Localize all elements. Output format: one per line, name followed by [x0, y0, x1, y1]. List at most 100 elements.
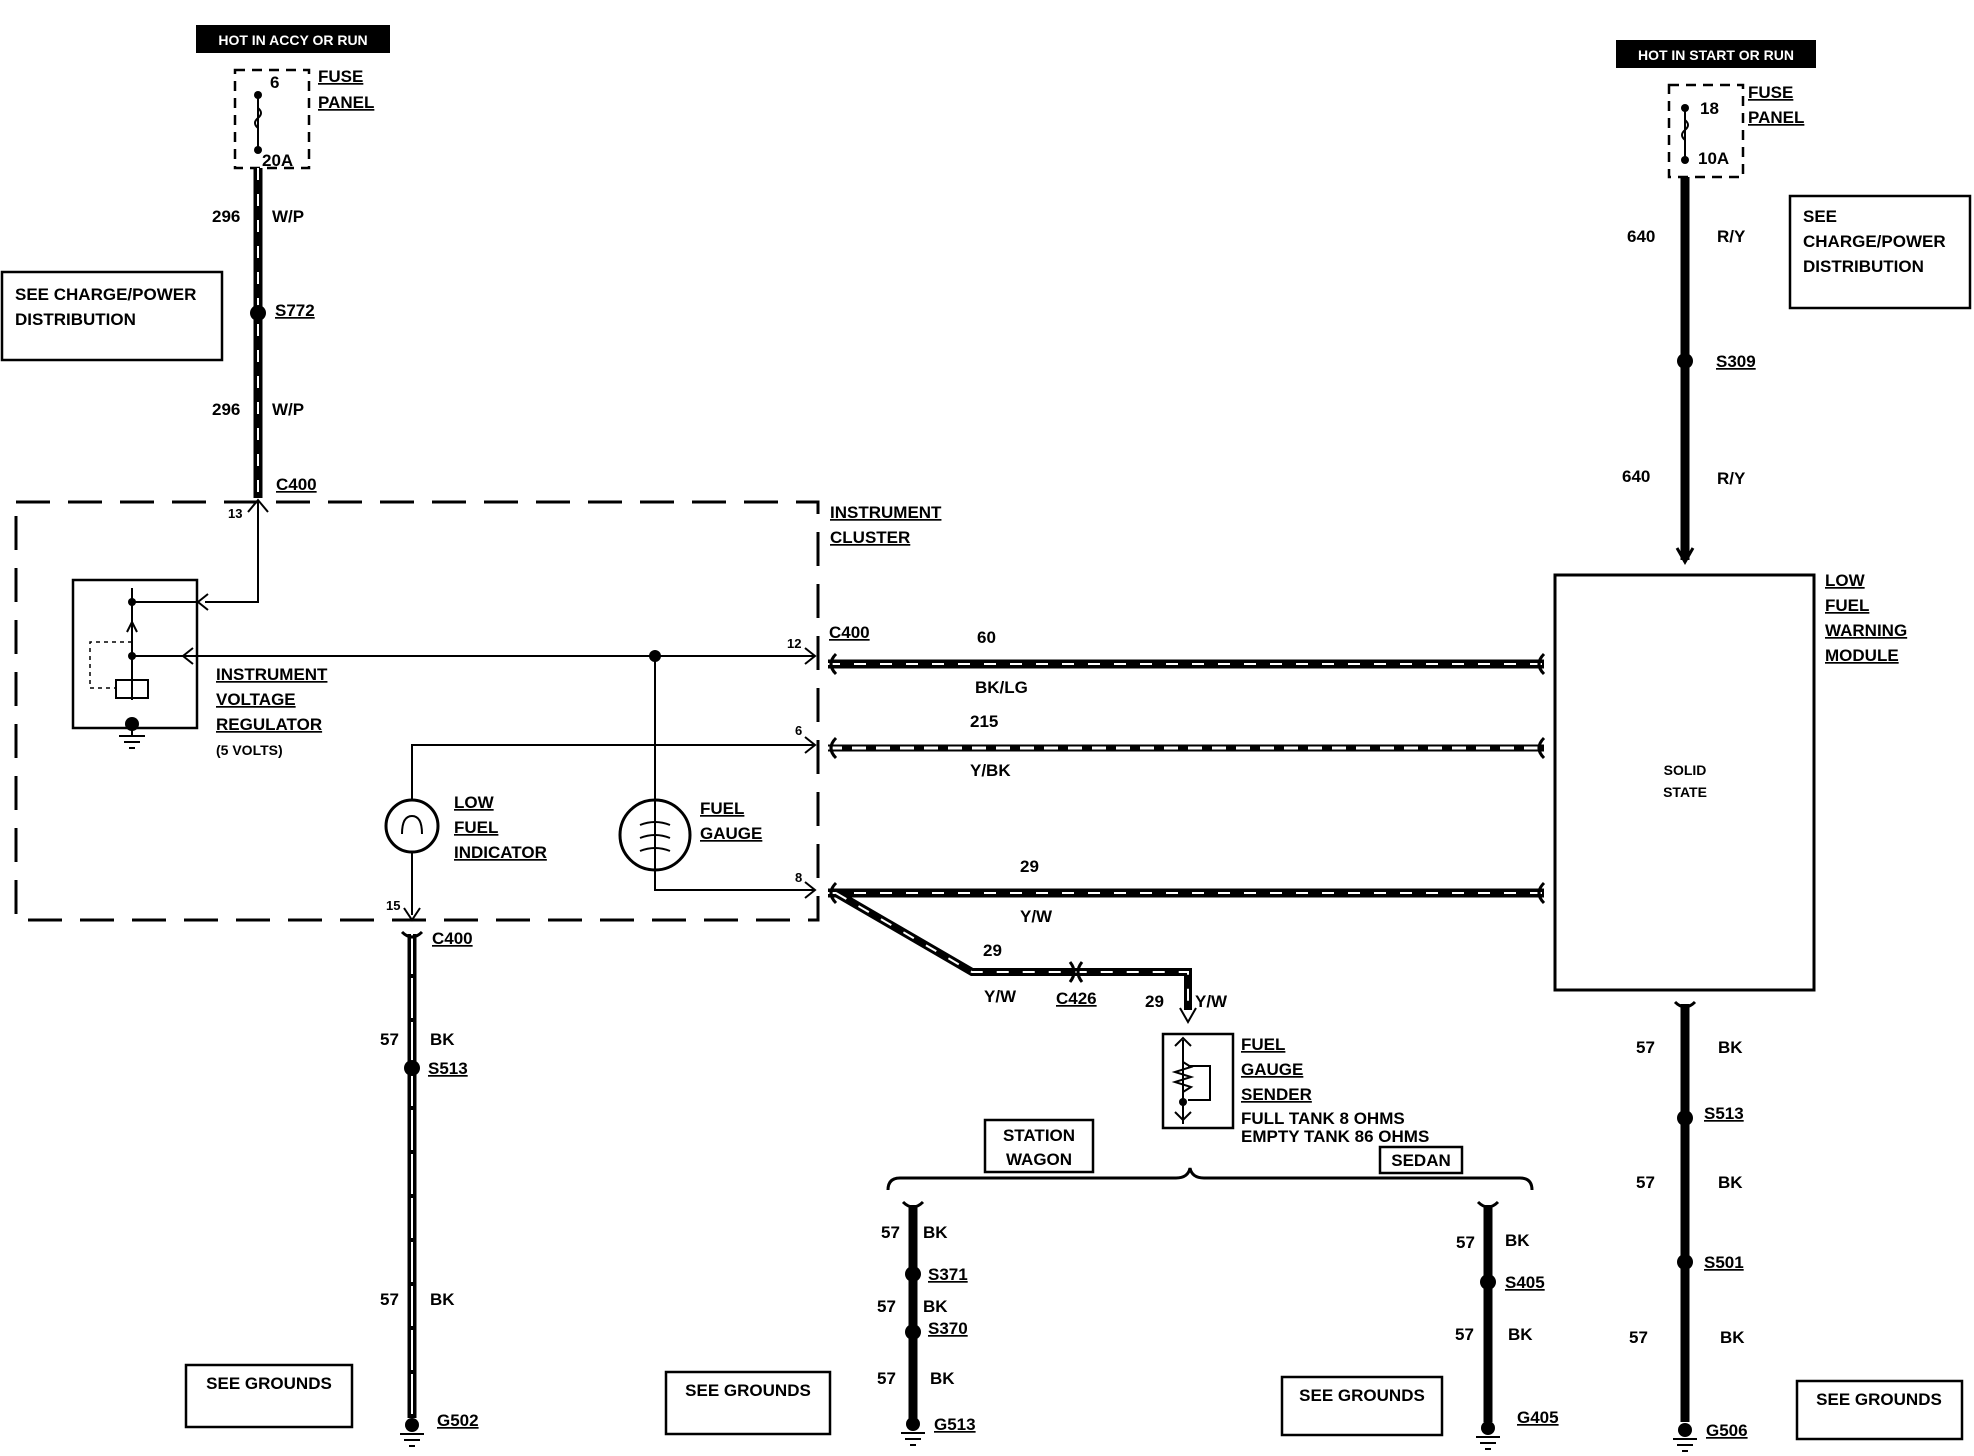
low-fuel-warning-module: SOLID STATE LOW FUEL WARNING MODULE: [1553, 571, 1907, 992]
see-grounds-box-2: [664, 1370, 832, 1436]
wire-640-circuit-upper: 640: [1627, 227, 1655, 246]
cluster-title-line1: INSTRUMENT: [830, 503, 942, 522]
pin8-arrow-icon: [804, 881, 817, 899]
regulator-label-line2: VOLTAGE: [216, 690, 296, 709]
cluster-module-wires: 60 BK/LG 215 Y/BK 29 Y/W 29 Y/W C426 29 …: [828, 628, 1546, 1025]
regulator-label-line4: (5 VOLTS): [216, 742, 283, 758]
fuse-6-box: [233, 68, 311, 170]
g506-color-1: BK: [1718, 1038, 1743, 1057]
fuse-6-number: 6: [270, 73, 279, 92]
fuel-gauge-sender-box: [1161, 1032, 1235, 1130]
see-charge-power-right-line3: DISTRIBUTION: [1803, 257, 1924, 276]
right-power-feed: HOT IN START OR RUN 18 10A FUSE PANEL 64…: [1616, 40, 1972, 566]
g405-ground-dot: [1481, 1421, 1495, 1435]
regulator-heater-coil-icon: [115, 679, 149, 699]
splice-s371-dot: [905, 1266, 921, 1282]
splice-s405-dot: [1480, 1274, 1496, 1290]
g405-circuit-upper: 57: [1456, 1233, 1475, 1252]
g506-ground-dot: [1678, 1423, 1692, 1437]
fuel-gauge-line1: FUEL: [700, 799, 744, 818]
fuel-gauge-coil-icon: [639, 821, 671, 852]
fuse-18-link-icon: [1681, 119, 1689, 141]
see-charge-power-left-line1: SEE CHARGE/POWER: [15, 285, 196, 304]
hot-accy-run-badge: [196, 25, 390, 53]
g513-circuit-2: 57: [877, 1297, 896, 1316]
wire-29-color-upper: Y/W: [1020, 907, 1053, 926]
see-grounds-box-3: [1280, 1375, 1444, 1437]
fuse-18-box: [1667, 83, 1745, 179]
c400-top-label: C400: [276, 475, 317, 494]
splice-s309-label: S309: [1716, 352, 1756, 371]
see-grounds-2-label: SEE GROUNDS: [685, 1381, 811, 1400]
g405-circuit-lower: 57: [1455, 1325, 1474, 1344]
module-solid-line1: SOLID: [1664, 762, 1707, 778]
g513-circuit-3: 57: [877, 1369, 896, 1388]
module-title-line4: MODULE: [1825, 646, 1899, 665]
see-grounds-1-label: SEE GROUNDS: [206, 1374, 332, 1393]
sedan-box: [1378, 1145, 1464, 1175]
g502-ground-dot: [405, 1418, 419, 1432]
see-charge-power-box-left: [0, 270, 224, 362]
regulator-contact-icon: [126, 619, 138, 633]
fuse-6-terminal-top: [254, 91, 262, 99]
g405-color-upper: BK: [1505, 1231, 1530, 1250]
wire-29-circuit-sender: 29: [1145, 992, 1164, 1011]
sender-label-line2: GAUGE: [1241, 1060, 1303, 1079]
sender-full-tank-spec: FULL TANK 8 OHMS: [1241, 1109, 1405, 1128]
ground-circuit-g506: 57 BK S513 57 BK S501 57 BK G506 SEE GRO…: [1629, 1000, 1964, 1452]
wire-640-color-upper: R/Y: [1717, 227, 1746, 246]
left-power-feed: HOT IN ACCY OR RUN 6 20A FUSE PANEL 296 …: [0, 25, 390, 498]
g513-ground-dot: [906, 1417, 920, 1431]
regulator-feed-wire: [205, 500, 259, 603]
fuse-6-terminal-bottom: [254, 146, 262, 154]
pin-13-label: 13: [228, 506, 242, 521]
station-wagon-line2: WAGON: [1006, 1150, 1072, 1169]
g405-label: G405: [1517, 1408, 1559, 1427]
splice-s513-right-label: S513: [1704, 1104, 1744, 1123]
splice-s370-label: S370: [928, 1319, 968, 1338]
regulator-heater-dashed-icon: [89, 641, 132, 689]
c400-bottom-label: C400: [432, 929, 473, 948]
cluster-title-line2: CLUSTER: [830, 528, 910, 547]
c426-label: C426: [1056, 989, 1097, 1008]
splice-s370-dot: [905, 1324, 921, 1340]
see-grounds-box-4: [1795, 1379, 1964, 1441]
ground-circuit-g502: C400 57 BK S513 57 BK G502 SEE GROUNDS: [184, 929, 479, 1447]
pin-12-label: 12: [787, 636, 801, 651]
g506-color-3: BK: [1720, 1328, 1745, 1347]
splice-s772-label: S772: [275, 301, 315, 320]
splice-s513-left-dot: [404, 1060, 420, 1076]
ground-circuit-g405: 57 BK S405 57 BK G405 SEE GROUNDS: [1280, 1200, 1559, 1450]
sender-empty-tank-spec: EMPTY TANK 86 OHMS: [1241, 1127, 1429, 1146]
g513-color-2: BK: [923, 1297, 948, 1316]
sedan-label: SEDAN: [1391, 1151, 1451, 1170]
see-grounds-4-label: SEE GROUNDS: [1816, 1390, 1942, 1409]
splice-s513-right-dot: [1677, 1110, 1693, 1126]
wire-29-color-branch: Y/W: [984, 987, 1017, 1006]
wire-60-circuit: 60: [977, 628, 996, 647]
splice-s501-dot: [1677, 1254, 1693, 1270]
low-fuel-indicator-to-pin6-wire: [411, 744, 814, 800]
low-fuel-indicator-lamp-icon: [384, 798, 440, 854]
regulator-label-line1: INSTRUMENT: [216, 665, 328, 684]
pin6-arrow-icon: [804, 736, 817, 754]
see-grounds-box-1: [184, 1363, 354, 1429]
hot-start-run-label: HOT IN START OR RUN: [1638, 47, 1794, 63]
wire-29-circuit-branch: 29: [983, 941, 1002, 960]
wire-296-circuit-lower: 296: [212, 400, 240, 419]
module-title-line3: WARNING: [1825, 621, 1907, 640]
hot-accy-run-label: HOT IN ACCY OR RUN: [218, 32, 367, 48]
module-solid-line2: STATE: [1663, 784, 1707, 800]
pin-8-label: 8: [795, 870, 802, 885]
pin15-arrow-icon: [403, 907, 421, 922]
fuse-panel-left-line2: PANEL: [318, 93, 374, 112]
pin-6-label: 6: [795, 723, 802, 738]
station-wagon-line1: STATION: [1003, 1126, 1075, 1145]
g513-label: G513: [934, 1415, 976, 1434]
splice-s309-dot: [1677, 353, 1693, 369]
wire-215-color: Y/BK: [970, 761, 1011, 780]
g502-label: G502: [437, 1411, 479, 1430]
fuse-panel-right-line2: PANEL: [1748, 108, 1804, 127]
g502-circuit-lower: 57: [380, 1290, 399, 1309]
